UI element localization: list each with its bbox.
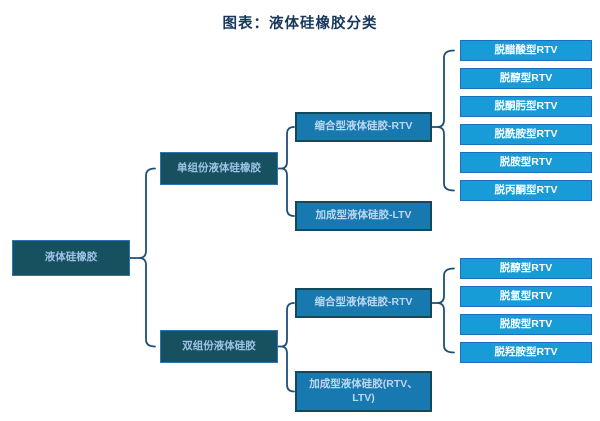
- leaf-node: 脱胺型RTV: [460, 314, 592, 335]
- node-double-addition-rtv-ltv: 加成型液体硅胶(RTV、LTV): [295, 371, 432, 412]
- node-double-condensation-rtv: 缩合型液体硅胶-RTV: [295, 288, 432, 318]
- leaf-node: 脱醇型RTV: [460, 258, 592, 279]
- leaf-node: 脱羟胺型RTV: [460, 342, 592, 363]
- leaf-node: 脱酮肟型RTV: [460, 96, 592, 117]
- leaf-node: 脱醋酸型RTV: [460, 40, 592, 61]
- leaf-node: 脱酰胺型RTV: [460, 124, 592, 145]
- node-branch-single-component: 单组份液体硅橡胶: [160, 152, 278, 185]
- leaf-node: 脱醇型RTV: [460, 68, 592, 89]
- node-root: 液体硅橡胶: [12, 240, 130, 276]
- node-single-addition-ltv: 加成型液体硅胶-LTV: [295, 201, 432, 231]
- leaf-node: 脱胺型RTV: [460, 152, 592, 173]
- node-branch-double-component: 双组份液体硅胶: [160, 330, 278, 363]
- node-single-condensation-rtv: 缩合型液体硅胶-RTV: [295, 112, 432, 142]
- leaf-node: 脱氢型RTV: [460, 286, 592, 307]
- leaf-node: 脱丙酮型RTV: [460, 180, 592, 201]
- page-title: 图表：液体硅橡胶分类: [222, 16, 378, 32]
